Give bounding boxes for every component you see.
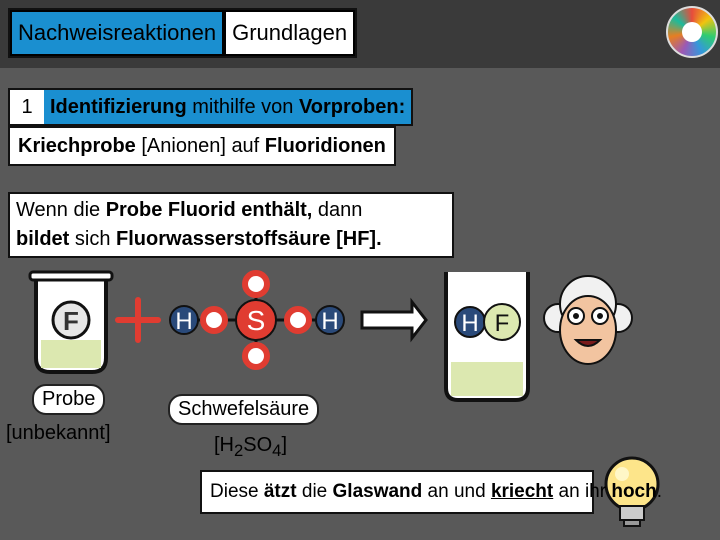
acid-h-right: H — [321, 308, 338, 335]
section-heading: 1 Identifizierung mithilfe von Vorproben… — [8, 88, 414, 126]
product-beaker-icon: H F — [444, 272, 530, 402]
bottom-b2: Glaswand — [332, 481, 423, 502]
intro-p3: sich — [69, 228, 117, 250]
intro-text: Wenn die Probe Fluorid enthält, dann bil… — [8, 192, 454, 258]
section-title-b1: Identifizierung — [50, 95, 187, 118]
section-title-p1: mithilfe von — [186, 95, 299, 118]
bottom-b4: hoch — [611, 481, 657, 502]
bottom-b1: ätzt — [263, 481, 297, 502]
acid-h-left: H — [175, 308, 192, 335]
product-h: H — [461, 310, 478, 337]
formula-sub2: 4 — [272, 441, 282, 460]
formula-suffix: ] — [281, 434, 287, 456]
sample-beaker-icon: F — [28, 270, 114, 374]
title-part-1: Nachweisreaktionen — [10, 10, 225, 56]
bottom-p1: Diese — [210, 481, 264, 502]
bottom-b3: kriecht — [490, 481, 554, 502]
section-title-b2: Vorproben: — [298, 95, 406, 118]
page-title: Nachweisreaktionen Grundlagen — [8, 8, 358, 58]
subtitle-p1: [Anionen] auf — [135, 134, 265, 157]
section-subtitle: Kriechprobe [Anionen] auf Fluoridionen — [8, 126, 396, 166]
formula-prefix: [H — [214, 434, 234, 456]
section-title: Identifizierung mithilfe von Vorproben: — [44, 90, 412, 124]
plus-icon — [115, 297, 161, 343]
arrow-right-icon — [360, 297, 428, 343]
intro-b3: Fluorwasserstoffsäure [HF]. — [116, 228, 382, 250]
formula-mid: SO — [243, 434, 273, 456]
bottom-p2: die — [296, 481, 333, 502]
logo-icon — [666, 6, 718, 58]
formula-sub1: 2 — [234, 441, 244, 460]
title-part-2: Grundlagen — [224, 10, 356, 56]
acid-center: S — [247, 305, 266, 336]
acid-formula: [H2SO4] — [214, 434, 287, 461]
sample-label: Probe — [32, 384, 106, 415]
intro-p2: dann — [312, 199, 368, 221]
sample-symbol: F — [63, 306, 79, 336]
professor-face-icon — [543, 275, 633, 365]
acid-label: Schwefelsäure — [168, 394, 320, 425]
intro-b1: Probe Fluorid enthält, — [105, 199, 313, 221]
section-number: 1 — [10, 90, 44, 124]
subtitle-b2: Fluoridionen — [264, 134, 386, 157]
intro-p1: Wenn die — [16, 199, 106, 221]
sulfuric-acid-molecule: H S H — [169, 270, 345, 370]
bottom-text: Diese ätzt die Glaswand an und kriecht a… — [200, 470, 662, 514]
product-f: F — [495, 310, 510, 337]
sample-label-line1: Probe — [42, 388, 96, 410]
bottom-p4: an ihr — [553, 481, 612, 502]
intro-b2: bildet — [16, 228, 70, 250]
bottom-p5: . — [656, 481, 663, 502]
subtitle-b1: Kriechprobe — [18, 134, 136, 157]
sample-label-line2: [unbekannt] — [6, 422, 111, 444]
bottom-p3: an und — [422, 481, 491, 502]
